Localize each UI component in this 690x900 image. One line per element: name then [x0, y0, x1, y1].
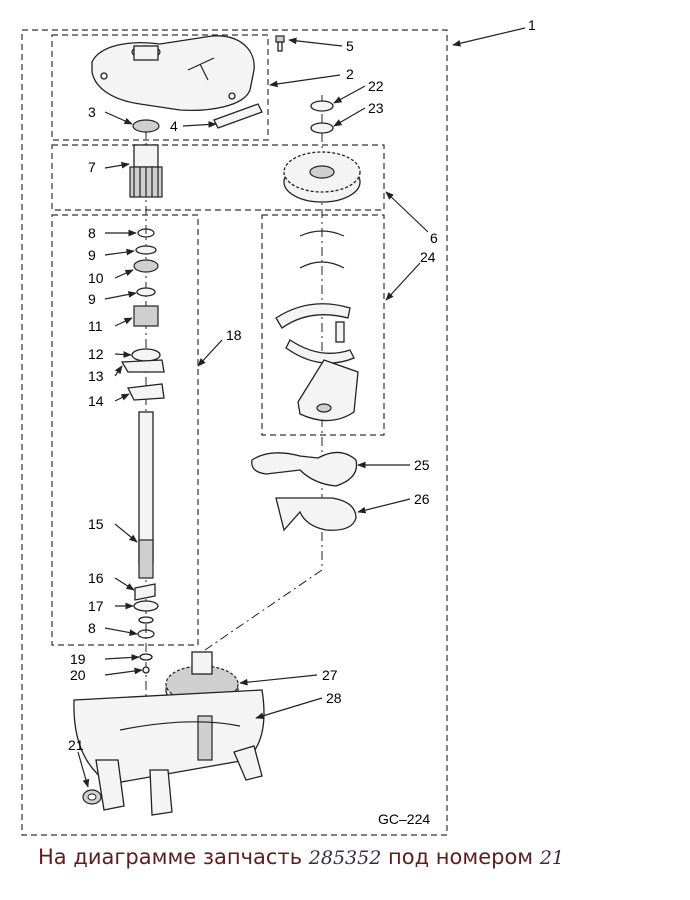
- label-13: 13: [88, 368, 104, 384]
- label-14: 14: [88, 393, 104, 409]
- label-22: 22: [368, 78, 384, 94]
- label-25: 25: [414, 457, 430, 473]
- label-7: 7: [88, 159, 96, 175]
- label-18: 18: [226, 327, 242, 343]
- label-1: 1: [528, 17, 536, 33]
- label-23: 23: [368, 100, 384, 116]
- part-number: 285352: [308, 847, 382, 869]
- label-17: 17: [88, 598, 104, 614]
- shifter-assembly: [275, 230, 359, 422]
- pinion-gear: [129, 144, 163, 198]
- label-21: 21: [68, 737, 84, 753]
- assembly-box-1: [21, 29, 448, 836]
- shaft-box-18: [51, 214, 199, 646]
- label-15: 15: [88, 516, 104, 532]
- gear-box-6: [51, 144, 385, 211]
- caption-text-before: На диаграмме запчасть: [38, 845, 303, 869]
- label-28: 28: [326, 690, 342, 706]
- connector-axis: [204, 569, 323, 651]
- shift-lever: [275, 497, 357, 532]
- label-16: 16: [88, 570, 104, 586]
- caption: На диаграмме запчасть 285352 под номером…: [38, 845, 678, 869]
- label-19: 19: [70, 651, 86, 667]
- drive-gear: [283, 151, 361, 203]
- label-26: 26: [414, 491, 430, 507]
- label-20: 20: [70, 667, 86, 683]
- seal: [132, 119, 160, 133]
- label-9b: 9: [88, 291, 96, 307]
- label-2: 2: [346, 66, 354, 82]
- shaft-stack: [120, 228, 165, 674]
- gearcase-cover: [91, 35, 255, 112]
- label-9: 9: [88, 247, 96, 263]
- label-24: 24: [420, 249, 436, 265]
- label-5: 5: [346, 38, 354, 54]
- label-12: 12: [88, 346, 104, 362]
- label-6: 6: [430, 230, 438, 246]
- diagram-code: GC–224: [378, 811, 430, 827]
- seal-washer-21: [82, 789, 102, 805]
- label-11: 11: [88, 318, 103, 334]
- label-8: 8: [88, 225, 96, 241]
- callout-leaders: [77, 27, 526, 788]
- label-3: 3: [88, 104, 96, 120]
- shifter-box-24: [261, 214, 385, 436]
- label-27: 27: [322, 667, 338, 683]
- label-8b: 8: [88, 620, 96, 636]
- item-number: 21: [539, 847, 565, 869]
- label-10: 10: [88, 270, 104, 286]
- brake-band: [251, 451, 358, 487]
- caption-text-middle: под номером: [388, 845, 534, 869]
- spacer: [310, 122, 334, 134]
- gearcase-base: [73, 689, 265, 816]
- callout-labels: 1 2 3 4 5 6 7 8 9 10 9 11 12 13 14 15 16…: [68, 17, 536, 753]
- screw: [275, 35, 285, 52]
- label-4: 4: [170, 118, 178, 134]
- washer: [310, 100, 334, 112]
